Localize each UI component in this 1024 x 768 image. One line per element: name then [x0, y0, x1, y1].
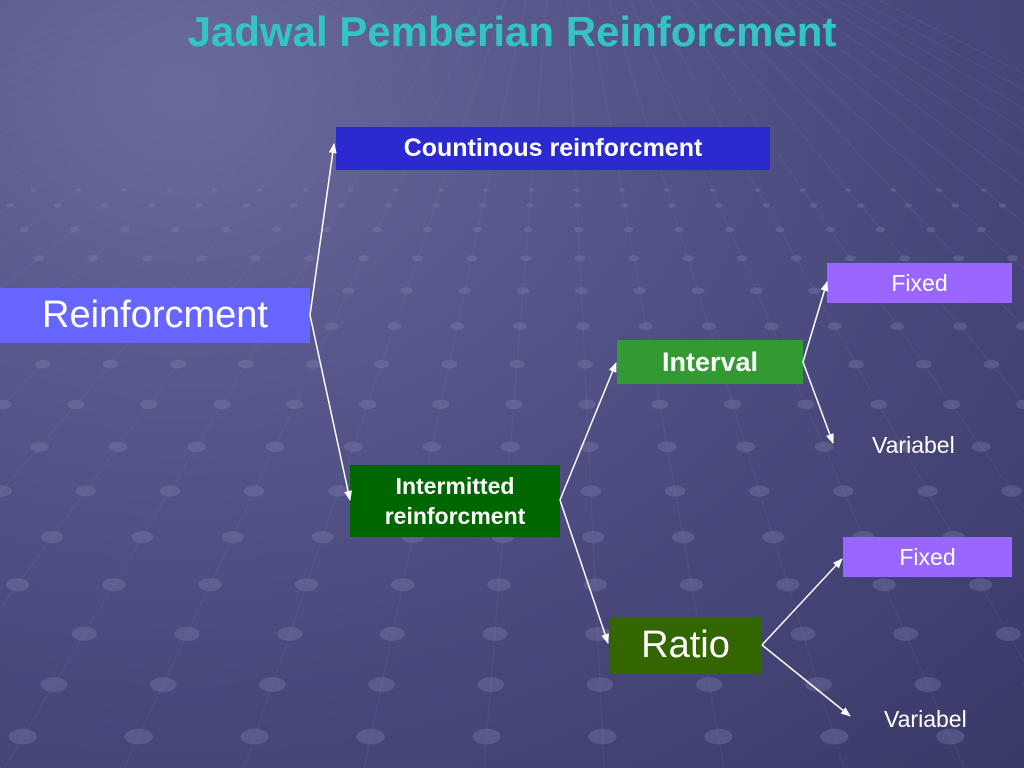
node-continuous: Countinous reinforcment — [336, 127, 770, 170]
arrow-ratio-to-variabel — [761, 644, 851, 717]
node-interval-variabel: Variabel — [872, 432, 955, 458]
node-interval-fixed-label: Fixed — [891, 269, 948, 296]
node-ratio-fixed: Fixed — [843, 537, 1012, 577]
node-interval: Interval — [617, 340, 803, 384]
node-ratio-fixed-label: Fixed — [899, 543, 956, 570]
node-intermitted-label-2: reinforcment — [384, 503, 526, 529]
arrow-interval-to-variabel — [802, 361, 834, 444]
node-interval-fixed: Fixed — [827, 263, 1012, 303]
arrow-intermitted-to-interval — [559, 362, 617, 501]
arrow-intermitted-to-ratio — [559, 499, 609, 644]
arrow-interval-to-fixed — [802, 281, 829, 363]
node-ratio: Ratio — [609, 617, 762, 674]
arrow-ratio-to-fixed — [761, 558, 843, 646]
node-interval-label: Interval — [661, 346, 759, 377]
node-continuous-label: Countinous reinforcment — [403, 134, 703, 162]
node-ratio-label: Ratio — [641, 624, 730, 666]
page-title: Jadwal Pemberian Reinforcment — [187, 8, 837, 55]
node-intermitted: Intermitted reinforcment — [350, 465, 560, 537]
node-intermitted-label-1: Intermitted — [395, 473, 515, 499]
arrow-reinforcment-to-continuous — [309, 143, 337, 316]
node-ratio-variabel: Variabel — [884, 706, 967, 732]
node-reinforcment: Reinforcment — [0, 288, 310, 343]
node-reinforcment-label: Reinforcment — [42, 294, 268, 336]
arrow-reinforcment-to-intermitted — [309, 314, 353, 501]
